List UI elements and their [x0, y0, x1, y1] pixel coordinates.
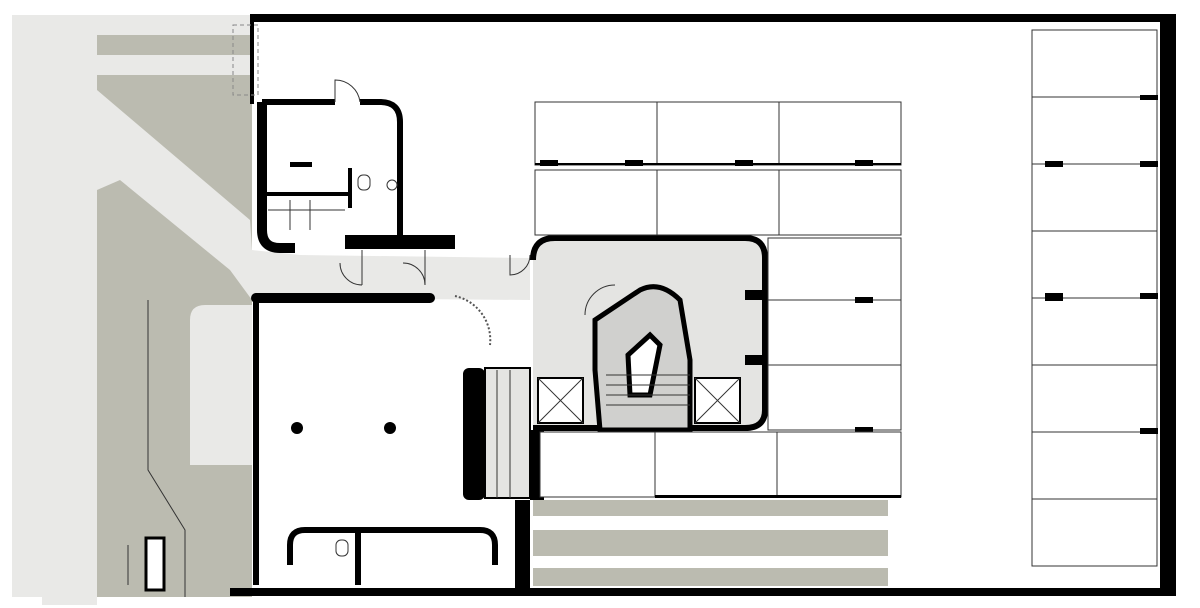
- north-office: [257, 79, 455, 253]
- parking-east-of-core: [767, 237, 902, 433]
- site-ground: [12, 15, 888, 605]
- bin-store: [127, 536, 166, 592]
- parking-east-column: [1031, 29, 1158, 567]
- ramp: [463, 367, 544, 500]
- lift-1: [537, 377, 584, 424]
- parking-south-row: [539, 431, 902, 498]
- parking-stalls: [534, 29, 1158, 567]
- exterior-walls: [230, 14, 1176, 596]
- parking-row-2: [534, 169, 902, 236]
- entrance-doors[interactable]: [339, 250, 531, 286]
- parking-row-1: [534, 101, 902, 166]
- lift-2: [694, 377, 741, 424]
- central-core: [530, 235, 768, 433]
